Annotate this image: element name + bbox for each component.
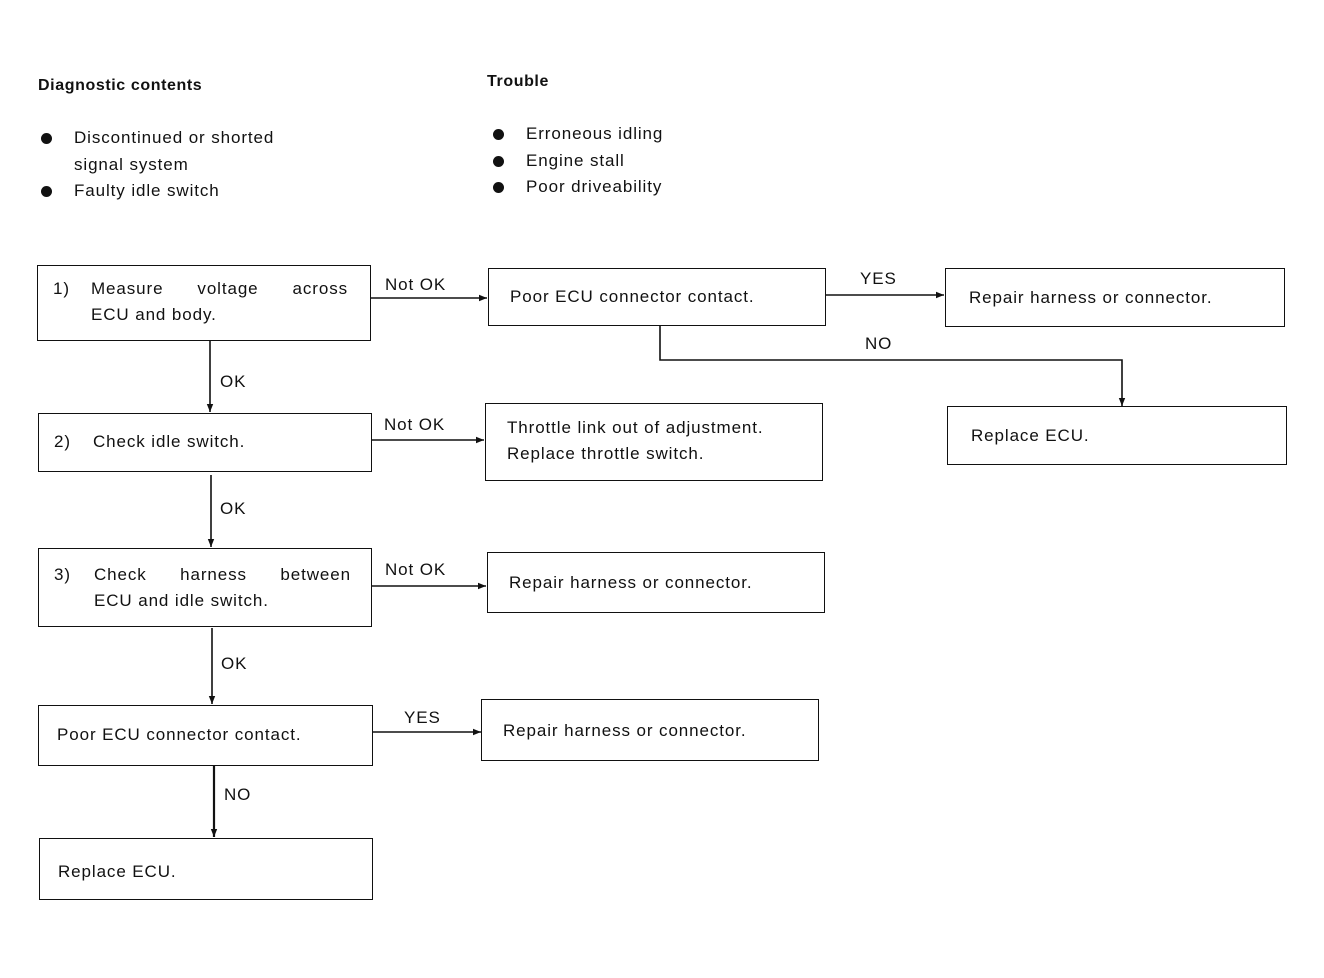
step3-text-line1: Check harness between — [94, 565, 351, 584]
ok-label: OK — [220, 372, 247, 391]
step2-box: 2) Check idle switch. — [38, 413, 372, 472]
step4-box: Poor ECU connector contact. — [38, 705, 373, 766]
arrow-poor-contact-to-replace — [659, 326, 1126, 406]
step1-box: 1) Measure voltage across ECU and body. — [37, 265, 371, 341]
result-text: Replace ECU. — [971, 426, 1090, 445]
step5-text: Replace ECU. — [58, 862, 177, 881]
result-repair-harness-top-box: Repair harness or connector. — [945, 268, 1285, 327]
no-label: NO — [224, 785, 252, 804]
bullet-icon — [41, 186, 52, 197]
not-ok-label: Not OK — [384, 415, 446, 434]
yes-label: YES — [860, 269, 897, 288]
list-item-text: Discontinued or shorted — [74, 128, 275, 147]
list-item: Erroneous idling — [490, 121, 663, 148]
step-number: 1) — [53, 279, 70, 298]
step5-box: Replace ECU. — [39, 838, 373, 900]
trouble-list: Erroneous idling Engine stall Poor drive… — [490, 121, 663, 201]
step2-text: Check idle switch. — [93, 432, 246, 451]
step-number: 3) — [54, 565, 71, 584]
step3-box: 3) Check harness between ECU and idle sw… — [38, 548, 372, 627]
ok-label: OK — [221, 654, 248, 673]
result-text-line2: Replace throttle switch. — [507, 444, 705, 463]
bullet-icon — [493, 182, 504, 193]
result-text: Repair harness or connector. — [509, 573, 753, 592]
list-item-text: Erroneous idling — [526, 124, 664, 143]
bullet-icon — [493, 155, 504, 167]
list-item: Discontinued or shorted signal system — [38, 125, 274, 178]
step1-text-line1: Measure voltage across — [91, 279, 348, 298]
result-repair-harness-bottom-box: Repair harness or connector. — [481, 699, 819, 761]
result-throttle-box: Throttle link out of adjustment. Replace… — [485, 403, 823, 481]
list-item: Engine stall — [490, 148, 663, 175]
result-text: Repair harness or connector. — [503, 721, 747, 740]
diagnostic-contents-heading: Diagnostic contents — [38, 77, 203, 94]
yes-label: YES — [404, 708, 441, 727]
no-label: NO — [865, 334, 893, 353]
step4-text: Poor ECU connector contact. — [57, 725, 302, 744]
result-repair-harness-mid-box: Repair harness or connector. — [487, 552, 825, 613]
result-text-line1: Throttle link out of adjustment. — [507, 418, 764, 437]
result-text: Poor ECU connector contact. — [510, 287, 755, 306]
result-text: Repair harness or connector. — [969, 288, 1213, 307]
list-item: Faulty idle switch — [38, 178, 274, 205]
list-item-text-continued: signal system — [74, 154, 189, 174]
step-number: 2) — [54, 432, 71, 451]
list-item: Poor driveability — [490, 174, 663, 201]
bullet-icon — [493, 129, 504, 140]
not-ok-label: Not OK — [385, 560, 447, 579]
step1-text-line2: ECU and body. — [91, 305, 217, 324]
list-item-text: Faulty idle switch — [74, 181, 220, 200]
list-item-text: Poor driveability — [526, 177, 663, 196]
result-poor-ecu-contact-box: Poor ECU connector contact. — [488, 268, 826, 326]
ok-label: OK — [220, 499, 247, 518]
trouble-heading: Trouble — [487, 73, 549, 90]
diagnostic-contents-list: Discontinued or shorted signal system Fa… — [38, 125, 274, 205]
not-ok-label: Not OK — [385, 275, 447, 294]
bullet-icon — [41, 133, 52, 144]
step3-text-line2: ECU and idle switch. — [94, 591, 269, 610]
result-replace-ecu-top-box: Replace ECU. — [947, 406, 1287, 465]
list-item-text: Engine stall — [526, 150, 625, 170]
